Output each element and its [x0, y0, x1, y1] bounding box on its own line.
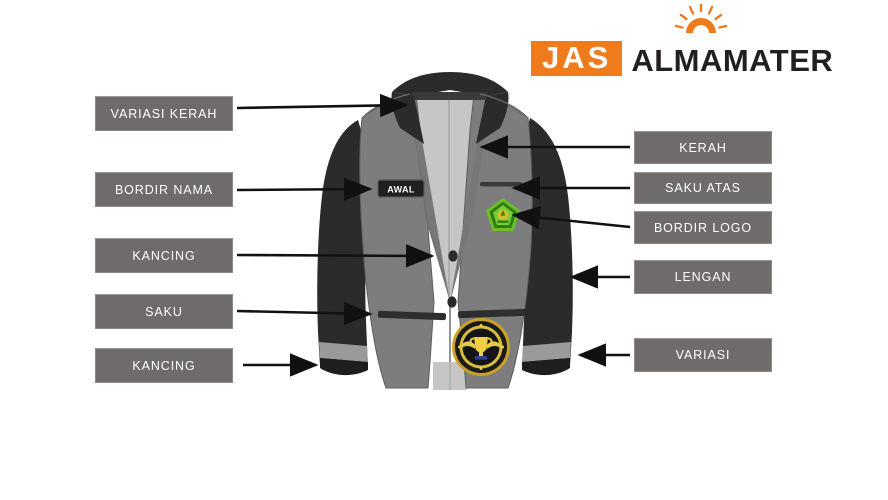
label-saku[interactable]: SAKU	[95, 294, 233, 329]
jacket-collar-right	[476, 92, 509, 144]
label-kerah-text: KERAH	[679, 140, 727, 155]
label-saku-atas-text: SAKU ATAS	[665, 181, 741, 195]
cuff-right	[522, 358, 570, 376]
sun-icon	[674, 4, 728, 33]
label-lengan-text: LENGAN	[674, 270, 732, 284]
collar-inner-edge	[412, 92, 488, 100]
name-tag: AWAL	[377, 179, 425, 198]
lapel-left	[412, 94, 450, 302]
jacket-button-top	[448, 250, 458, 262]
jacket-button-bottom	[447, 296, 457, 308]
arrow-bordir-logo	[511, 206, 631, 230]
brand-jas-badge: JAS	[531, 41, 623, 76]
shoulder-seam-right	[479, 93, 529, 119]
label-variasi-kerah-text: VARIASI KERAH	[110, 106, 218, 121]
arrow-bordir-nama	[236, 177, 373, 201]
arrow-variasi-kerah	[236, 93, 409, 118]
lapel-right	[450, 94, 488, 302]
jacket-collar-band	[392, 72, 508, 96]
cuff-band-left	[319, 342, 368, 362]
arrow-kancing-atas	[236, 244, 435, 268]
label-kancing-atas-text: KANCING	[132, 248, 196, 263]
label-kerah[interactable]: KERAH	[634, 131, 772, 164]
label-variasi-kerah[interactable]: VARIASI KERAH	[95, 96, 233, 131]
name-tag-text: AWAL	[387, 185, 415, 195]
label-saku-text: SAKU	[145, 304, 183, 319]
label-saku-atas[interactable]: SAKU ATAS	[634, 172, 772, 204]
label-kancing-atas[interactable]: KANCING	[95, 238, 233, 273]
label-lengan[interactable]: LENGAN	[634, 260, 772, 294]
trophy-badge	[452, 318, 510, 376]
label-bordir-logo[interactable]: BORDIR LOGO	[634, 211, 772, 244]
label-bordir-logo-text: BORDIR LOGO	[653, 220, 753, 235]
pocket-right	[457, 308, 527, 319]
label-kancing-bawah-text: KANCING	[132, 358, 196, 373]
label-kancing-bawah[interactable]: KANCING	[95, 348, 233, 383]
brand-almamater-text: ALMAMATER	[631, 43, 834, 78]
label-variasi-text: VARIASI	[675, 348, 731, 362]
arrow-saku	[236, 301, 373, 326]
brand-logo: JAS ALMAMATER	[531, 4, 834, 78]
label-bordir-nama[interactable]: BORDIR NAMA	[95, 172, 233, 207]
cuff-left	[320, 358, 368, 376]
label-bordir-nama-text: BORDIR NAMA	[114, 182, 214, 197]
cuff-band-right	[522, 342, 571, 362]
pocket-left	[377, 310, 447, 321]
label-variasi[interactable]: VARIASI	[634, 338, 772, 372]
